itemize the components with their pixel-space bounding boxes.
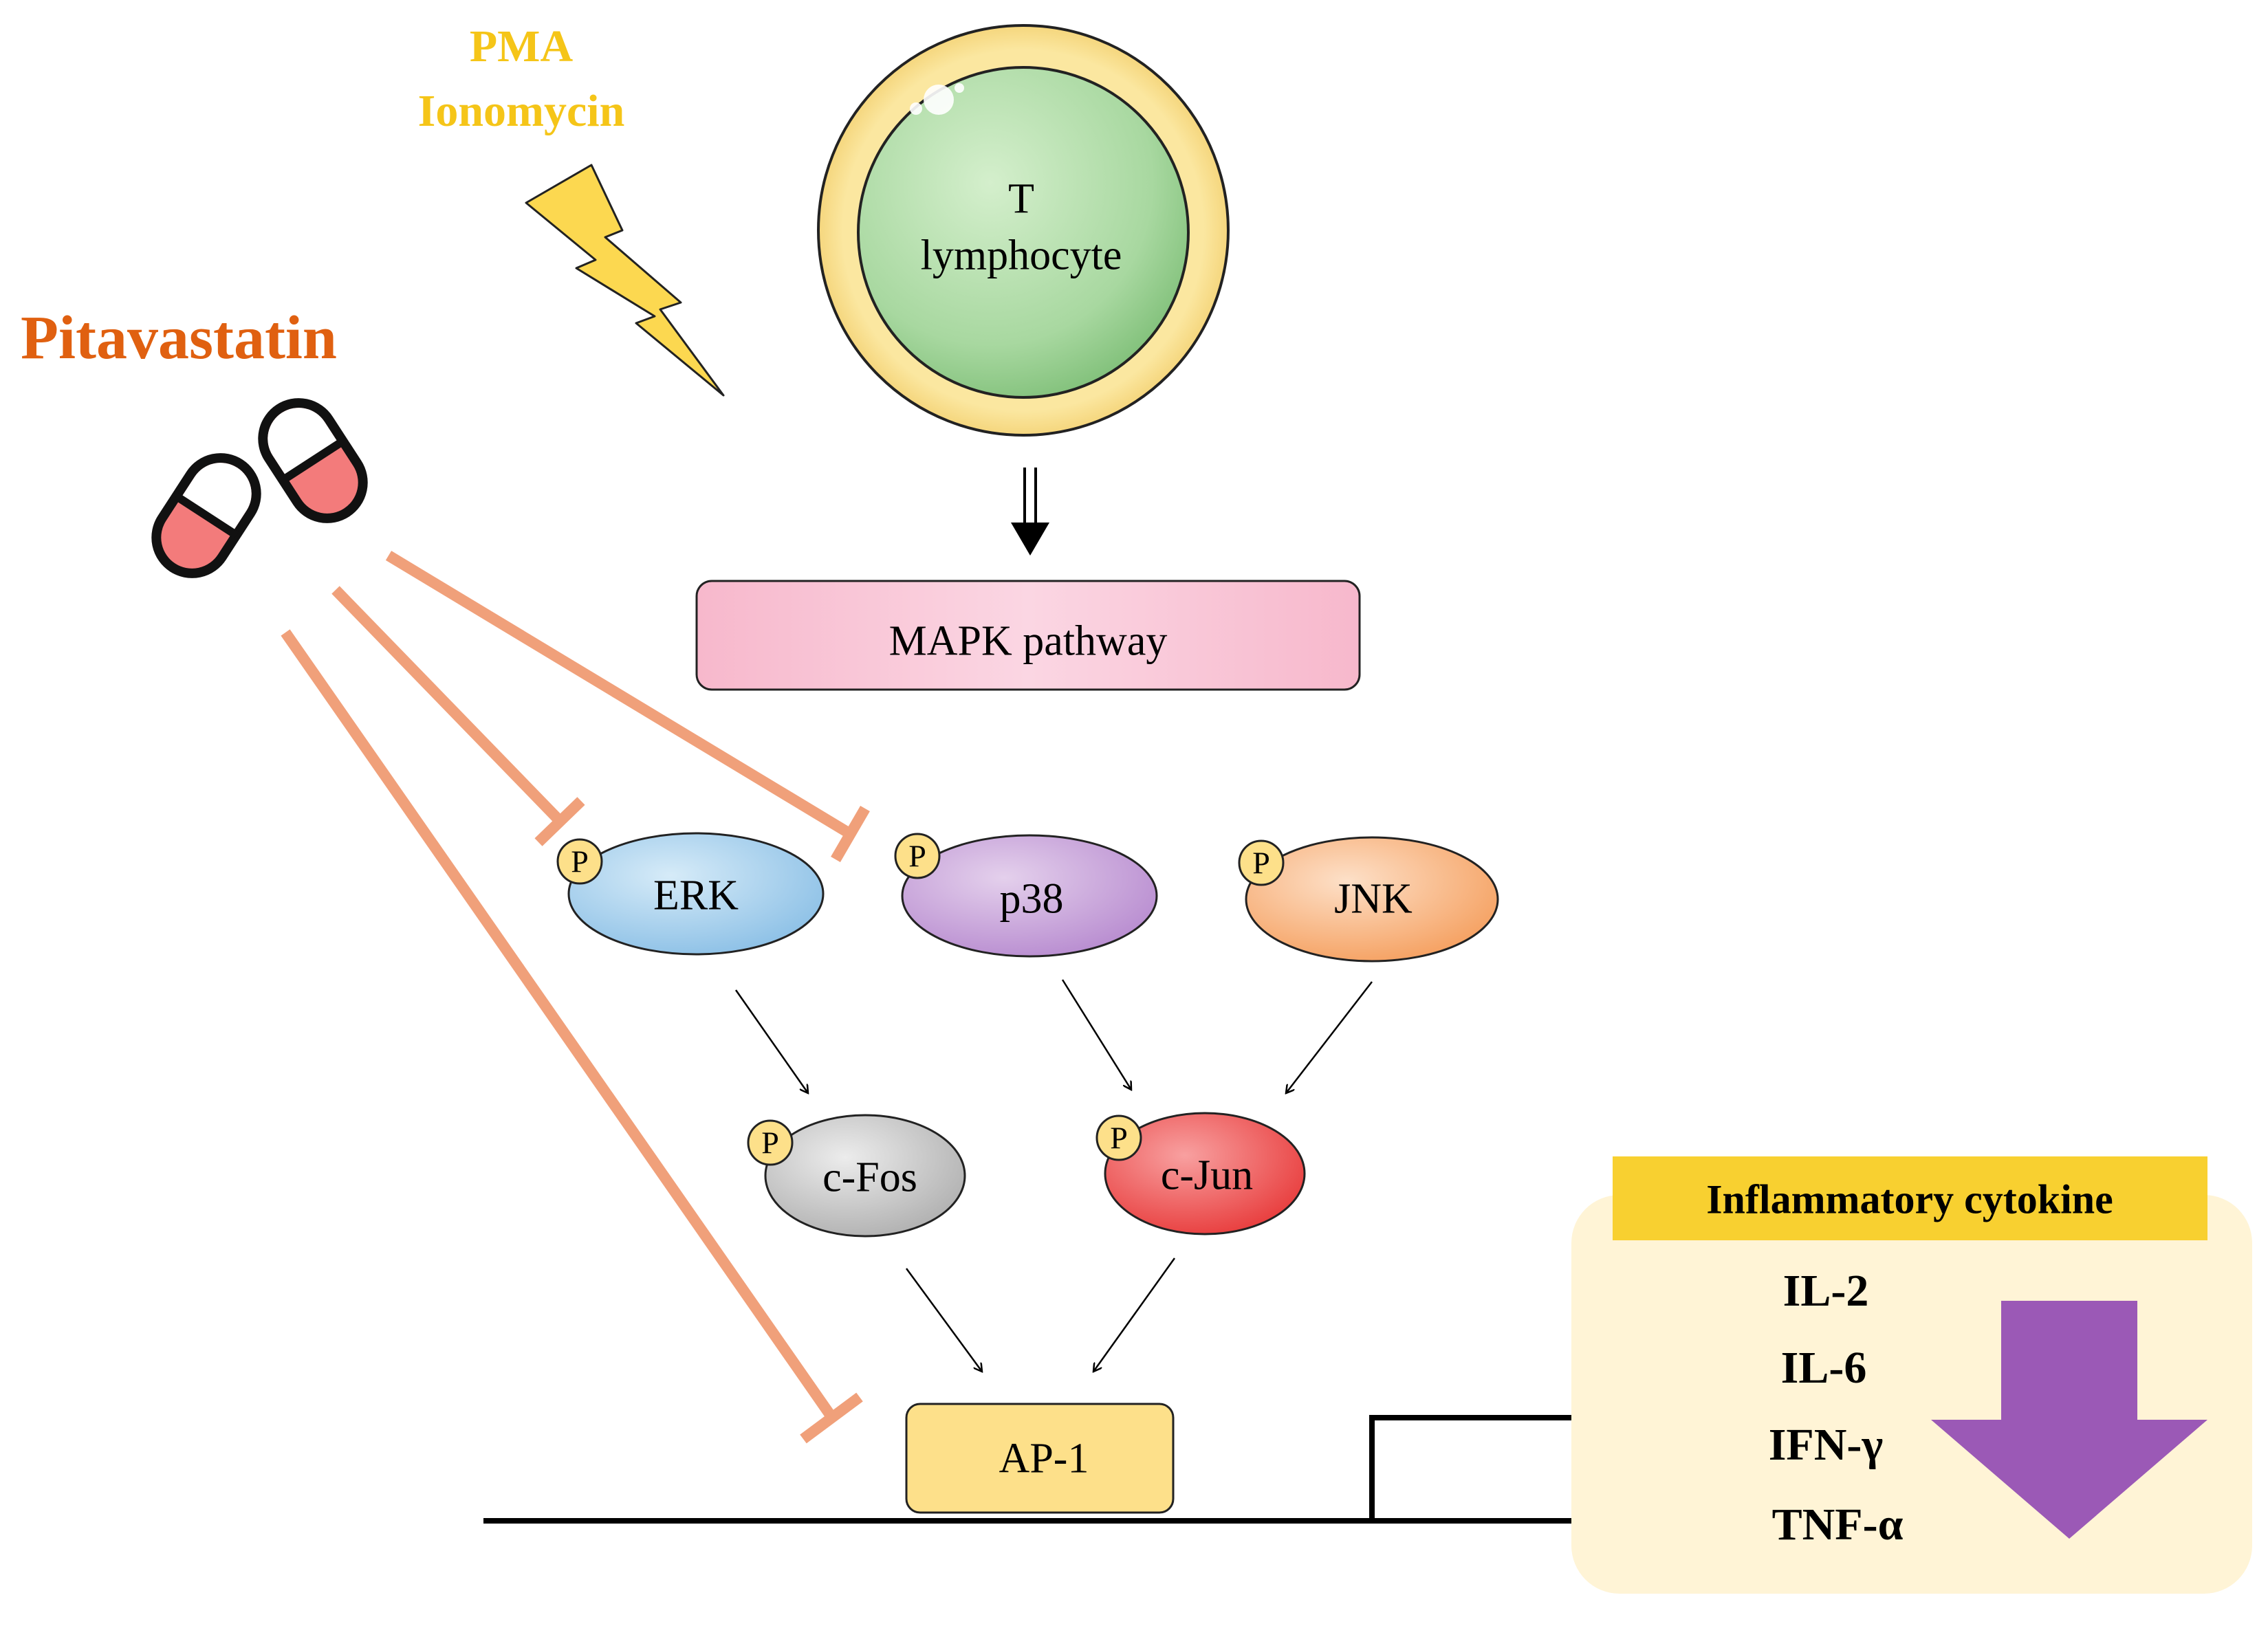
cytokine-panel [1571, 1195, 2252, 1594]
arrow-cjun-to-ap1 [1093, 1257, 1176, 1372]
inhibition-line-erk [331, 586, 585, 846]
cytokine-item: IL-6 [1780, 1343, 1867, 1393]
phospho-label: P [1252, 845, 1270, 881]
cell-label-line1: T [1008, 175, 1034, 223]
arrow-jnk-to-cjun [1286, 981, 1373, 1093]
cytokine-item: IFN-γ [1768, 1420, 1884, 1470]
phospho-marker [747, 1119, 794, 1166]
cjun-node [1104, 1112, 1306, 1235]
lightning-bolt-icon [525, 164, 725, 397]
phospho-label: P [908, 838, 926, 874]
phospho-label: P [1110, 1120, 1128, 1156]
ap1-label: AP-1 [999, 1435, 1089, 1482]
erk-node [567, 832, 825, 956]
stimulus-label-pma: PMA [469, 21, 574, 72]
p38-label: p38 [999, 875, 1064, 923]
decrease-arrow-icon [1931, 1301, 2207, 1539]
pill-icon [258, 398, 368, 523]
drug-label: Pitavastatin [21, 304, 337, 372]
pill-icon [151, 453, 261, 578]
phospho-label: P [571, 844, 589, 879]
stimulus-label-ionomycin: Ionomycin [417, 86, 625, 136]
cfos-label: c-Fos [822, 1154, 917, 1201]
cytokine-title-bar [1613, 1156, 2207, 1240]
ap1-box [905, 1403, 1175, 1514]
jnk-label: JNK [1334, 875, 1413, 923]
arrow-p38-to-cjun [1061, 979, 1131, 1090]
arrow-cfos-to-ap1 [905, 1268, 982, 1372]
phospho-marker [556, 838, 603, 885]
cell-label-line2: lymphocyte [920, 232, 1122, 279]
mapk-pathway-box [695, 580, 1361, 691]
jnk-node [1245, 836, 1499, 963]
t-lymphocyte-cell-icon [817, 24, 1230, 437]
cytokine-title: Inflammatory cytokine [1706, 1176, 2113, 1222]
mapk-pathway-label: MAPK pathway [888, 617, 1168, 665]
cytokine-item: IL-2 [1782, 1266, 1869, 1316]
activation-arrow [1011, 468, 1049, 556]
inhibition-line-ap1 [281, 629, 863, 1444]
cytokine-item: TNF-α [1771, 1499, 1904, 1550]
arrow-erk-to-cfos [734, 989, 808, 1093]
phospho-marker [1095, 1114, 1142, 1161]
phospho-marker [1238, 839, 1285, 886]
cfos-node [764, 1114, 966, 1238]
phospho-marker [894, 833, 941, 879]
erk-label: ERK [653, 872, 739, 919]
phospho-label: P [761, 1125, 779, 1161]
p38-node [901, 834, 1158, 958]
inhibition-line-p38 [385, 551, 870, 863]
cjun-label: c-Jun [1160, 1152, 1254, 1199]
